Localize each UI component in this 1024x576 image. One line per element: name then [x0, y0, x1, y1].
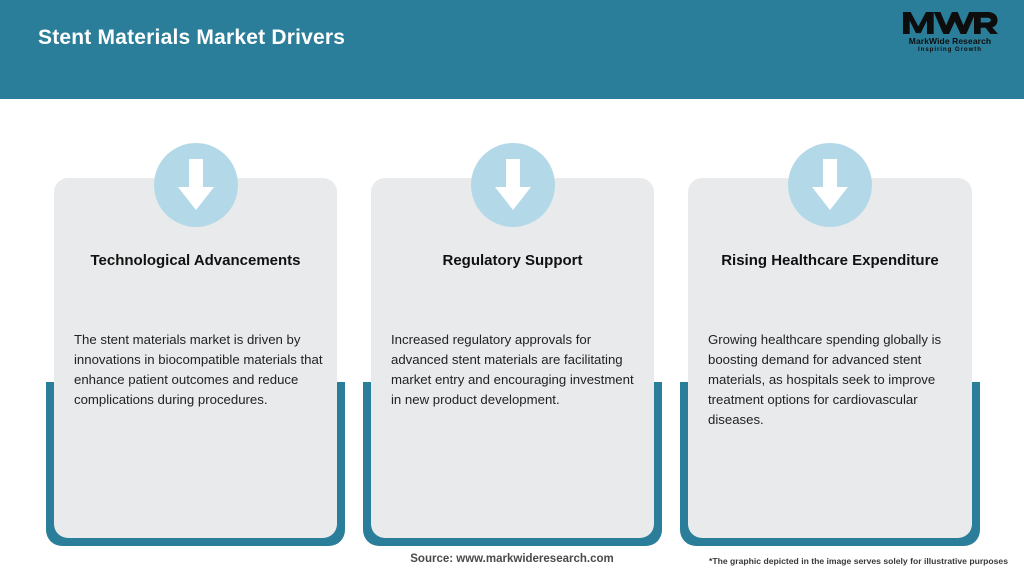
card-body-text: Growing healthcare spending globally is …: [708, 332, 942, 427]
cards-stage: Technological Advancements The stent mat…: [0, 99, 1024, 576]
arrow-down-icon: [494, 159, 531, 210]
card-icon-bubble: [470, 143, 555, 227]
card-panel: Regulatory Support Increased regulatory …: [371, 178, 654, 538]
header-bar: Stent Materials Market Drivers MarkWide …: [0, 0, 1024, 99]
disclaimer-label: *The graphic depicted in the image serve…: [709, 556, 1008, 566]
page-title: Stent Materials Market Drivers: [38, 26, 346, 49]
card-title: Technological Advancements: [90, 252, 301, 269]
card-body-text: The stent materials market is driven by …: [74, 332, 323, 407]
logo-tagline: Inspiring Growth: [918, 46, 982, 53]
card-title: Rising Healthcare Expenditure: [721, 252, 939, 269]
mwr-logomark-icon: [902, 11, 998, 35]
card-body-text: Increased regulatory approvals for advan…: [391, 332, 634, 407]
card-panel: Rising Healthcare Expenditure Growing he…: [688, 178, 972, 538]
source-label: Source: www.markwideresearch.com: [410, 553, 614, 565]
card-icon-bubble: [153, 143, 238, 227]
driver-card-1[interactable]: Technological Advancements The stent mat…: [46, 99, 345, 576]
card-icon-bubble: [788, 143, 872, 227]
logo-company-name: MarkWide Research: [908, 36, 992, 46]
arrow-down-icon: [177, 159, 214, 210]
card-panel: Technological Advancements The stent mat…: [54, 178, 337, 538]
brand-logo: MarkWide Research Inspiring Growth: [894, 10, 1006, 56]
driver-card-2[interactable]: Regulatory Support Increased regulatory …: [363, 99, 662, 576]
driver-card-3[interactable]: Rising Healthcare Expenditure Growing he…: [680, 99, 980, 576]
card-title: Regulatory Support: [442, 252, 583, 269]
arrow-down-icon: [812, 159, 848, 210]
